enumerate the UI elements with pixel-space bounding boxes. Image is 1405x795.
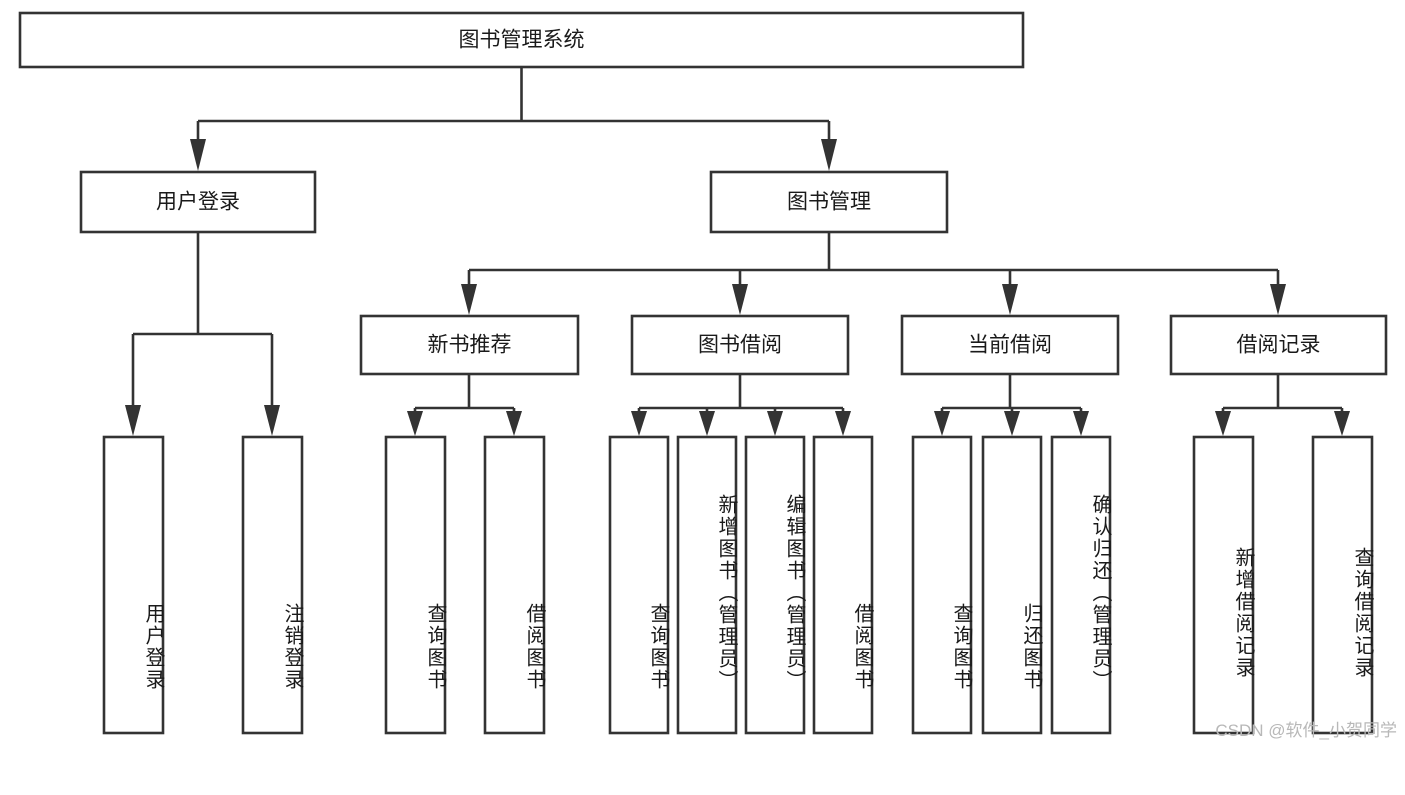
leaf-user-login-box[interactable]	[102, 435, 165, 735]
leaf-add-record-box[interactable]	[1192, 435, 1255, 735]
arrow-head-leaf-add-book	[699, 411, 715, 436]
arrow-head-leaf-user-login	[125, 405, 141, 436]
arrow-head-leaf-borrow-book-rec	[506, 411, 522, 436]
hierarchy-diagram: 图书管理系统 用户登录 图书管理 新书推荐 图书借阅 当前借阅 借阅记录	[18, 11, 1397, 740]
leaf-borrow-book-rec-box[interactable]	[483, 435, 546, 735]
node-user-login-box[interactable]	[79, 170, 317, 234]
arrow-head-current-borrow	[1002, 284, 1018, 315]
node-borrow-record[interactable]: 借阅记录	[1169, 314, 1388, 376]
arrow-head-leaf-query-record	[1334, 411, 1350, 436]
node-user-login-label: 用户登录	[156, 191, 240, 214]
leaf-query-book-cur-box[interactable]	[911, 435, 973, 735]
diagram-canvas: 图书管理系统 用户登录 图书管理 新书推荐 图书借阅 当前借阅 借阅记录	[18, 11, 1388, 735]
leaf-query-book-borrow-box[interactable]	[608, 435, 670, 735]
node-new-book-recommend[interactable]: 新书推荐	[359, 314, 580, 376]
arrow-head-leaf-edit-book	[767, 411, 783, 436]
arrow-head-leaf-confirm-return	[1073, 411, 1089, 436]
node-current-borrow-label: 当前借阅	[968, 334, 1052, 357]
node-user-login[interactable]: 用户登录	[79, 170, 317, 234]
leaf-query-book-rec-box[interactable]	[384, 435, 447, 735]
node-book-borrow-box[interactable]	[630, 314, 850, 376]
leaf-borrow-book-box[interactable]	[812, 435, 874, 735]
arrow-head-leaf-query-book-rec	[407, 411, 423, 436]
arrow-head-leaf-query-book-borrow	[631, 411, 647, 436]
leaf-add-book-box[interactable]	[676, 435, 738, 735]
leaf-return-book-box[interactable]	[981, 435, 1043, 735]
arrow-head-leaf-borrow-book	[835, 411, 851, 436]
node-borrow-record-box[interactable]	[1169, 314, 1388, 376]
node-book-manage-label: 图书管理	[787, 191, 871, 214]
node-borrow-record-label: 借阅记录	[1237, 334, 1321, 357]
node-root-label: 图书管理系统	[459, 29, 585, 52]
connector-layer	[125, 67, 1350, 436]
arrow-head-user-login	[190, 139, 206, 171]
node-book-borrow[interactable]: 图书借阅	[630, 314, 850, 376]
arrow-head-book-borrow	[732, 284, 748, 315]
arrow-head-leaf-user-logout	[264, 405, 280, 436]
arrow-head-leaf-add-record	[1215, 411, 1231, 436]
arrow-head-book-manage	[821, 139, 837, 171]
node-current-borrow[interactable]: 当前借阅	[900, 314, 1120, 376]
leaf-query-record-box[interactable]	[1311, 435, 1374, 735]
leaf-layer	[102, 435, 1374, 735]
arrow-head-borrow-record	[1270, 284, 1286, 315]
node-book-manage-box[interactable]	[709, 170, 949, 234]
node-root-box[interactable]	[18, 11, 1025, 69]
node-new-book-recommend-box[interactable]	[359, 314, 580, 376]
leaf-user-logout-box[interactable]	[241, 435, 304, 735]
node-current-borrow-box[interactable]	[900, 314, 1120, 376]
arrow-head-leaf-query-book-cur	[934, 411, 950, 436]
node-book-manage[interactable]: 图书管理	[709, 170, 949, 234]
node-root[interactable]: 图书管理系统	[18, 11, 1025, 69]
node-book-borrow-label: 图书借阅	[698, 334, 782, 357]
csdn-watermark: CSDN @软件_小贺同学	[1215, 721, 1397, 740]
node-new-book-recommend-label: 新书推荐	[428, 334, 512, 357]
leaf-edit-book-box[interactable]	[744, 435, 806, 735]
leaf-confirm-return-box[interactable]	[1050, 435, 1112, 735]
arrow-head-leaf-return-book	[1004, 411, 1020, 436]
arrow-head-new-book-recommend	[461, 284, 477, 315]
